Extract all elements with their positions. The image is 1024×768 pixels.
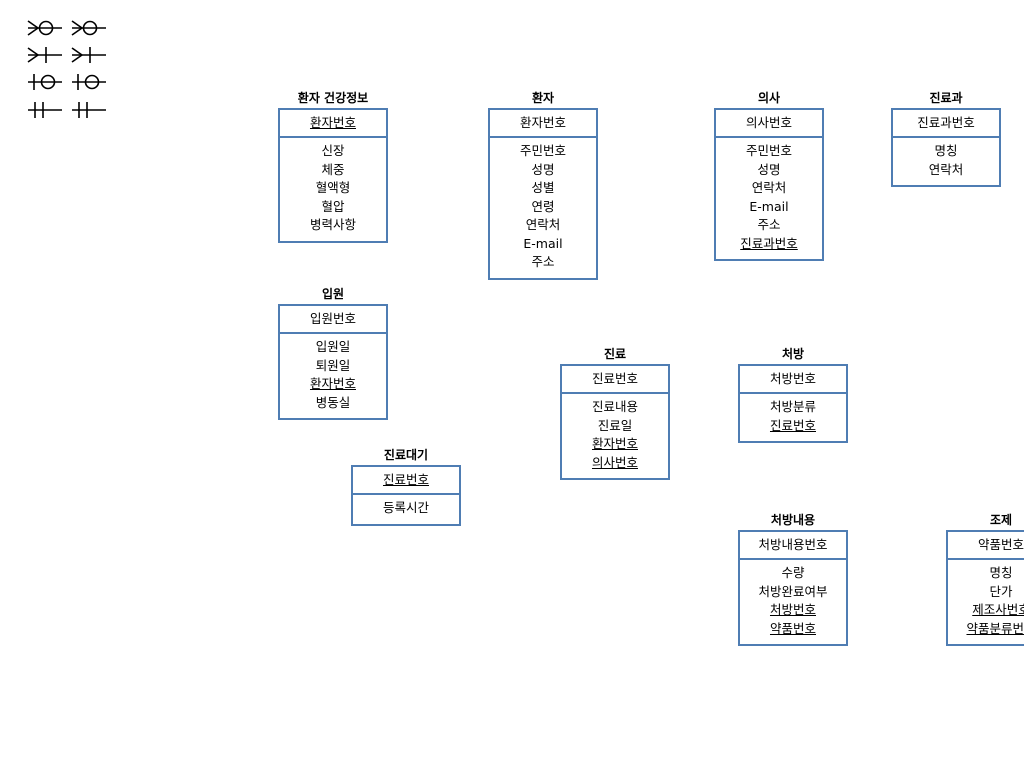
entity-attribute: 병력사항 bbox=[309, 217, 356, 232]
entity-attribute: 진료일 bbox=[597, 417, 633, 433]
entity-attribute: E-mail bbox=[523, 235, 563, 251]
entity-title: 처방내용 bbox=[770, 513, 816, 527]
entity-attribute: E-mail bbox=[749, 198, 789, 214]
entity-primary-key: 의사번호 bbox=[716, 110, 822, 138]
entity-attribute: 퇴원일 bbox=[315, 357, 351, 373]
entity-attribute: 명칭 bbox=[989, 565, 1013, 580]
entity-title: 환자 건강정보 bbox=[297, 91, 369, 105]
entity-attribute: 성명 bbox=[757, 161, 781, 177]
entity-attribute: 처방완료여부 bbox=[758, 583, 828, 599]
entity-primary-key: 진료번호 bbox=[562, 366, 668, 394]
entity-attribute: 처방분류 bbox=[769, 399, 816, 414]
entity-attribute: 혈액형 bbox=[315, 180, 351, 195]
entity-attribute: 주소 bbox=[531, 254, 555, 269]
foreign-key-attribute: 제조사번호 bbox=[972, 602, 1024, 617]
foreign-key-attribute: 약품분류번호 bbox=[966, 620, 1024, 636]
crow-foot-one-or-many-icon bbox=[71, 47, 106, 63]
foreign-key-attribute: 진료번호 bbox=[769, 417, 816, 433]
crow-foot-one-or-many-icon bbox=[27, 47, 62, 63]
entity-attribute: 혈압 bbox=[321, 198, 345, 214]
entity-attribute: 성별 bbox=[531, 180, 555, 195]
entity-attribute: 주민번호 bbox=[745, 143, 792, 158]
entity-attribute: 연령 bbox=[531, 198, 555, 214]
entity-primary-key: 진료번호 bbox=[353, 467, 459, 495]
exactly-one-icon bbox=[28, 102, 62, 118]
zero-or-one-icon bbox=[72, 74, 106, 90]
foreign-key-attribute: 약품번호 bbox=[769, 620, 816, 636]
entity-primary-key: 입원번호 bbox=[280, 306, 386, 334]
entity-attribute: 병동실 bbox=[315, 394, 351, 410]
entity-attribute: 신장 bbox=[321, 143, 345, 158]
entity-attributes: 등록시간 bbox=[353, 495, 459, 524]
entity-attribute: 등록시간 bbox=[382, 500, 429, 515]
foreign-key-attribute: 환자번호 bbox=[591, 436, 638, 451]
zero-or-one-icon bbox=[28, 74, 62, 90]
entity-attribute: 수량 bbox=[781, 565, 805, 580]
entity-primary-key: 약품번호 bbox=[948, 532, 1024, 560]
entity-primary-key: 처방내용번호 bbox=[740, 532, 846, 560]
entity-attribute: 입원일 bbox=[315, 339, 351, 354]
foreign-key-attribute: 의사번호 bbox=[591, 454, 638, 470]
entity-title: 진료 bbox=[603, 347, 627, 361]
entity-title: 처방 bbox=[781, 347, 805, 361]
entity-attribute: 진료내용 bbox=[591, 399, 638, 414]
entity-title: 환자 bbox=[531, 91, 555, 105]
entity-title: 입원 bbox=[321, 287, 345, 301]
entity-primary-key: 환자번호 bbox=[490, 110, 596, 138]
entity-attribute: 주소 bbox=[757, 217, 781, 232]
crow-foot-zero-or-many-icon bbox=[27, 20, 62, 36]
entity-attribute: 체중 bbox=[321, 161, 345, 177]
exactly-one-icon bbox=[72, 102, 106, 118]
entity-attribute: 명칭 bbox=[934, 143, 958, 158]
legend-symbols bbox=[27, 20, 106, 118]
entity-box: 약품번호명칭단가제조사번호약품분류번호 bbox=[946, 530, 1024, 646]
entity-attribute: 연락처 bbox=[751, 180, 787, 195]
entity-attribute: 연락처 bbox=[525, 217, 561, 232]
entity-attributes: 명칭단가제조사번호약품분류번호 bbox=[948, 560, 1024, 644]
entity-attribute: 성명 bbox=[531, 161, 555, 177]
entity-primary-key: 처방번호 bbox=[740, 366, 846, 394]
entity-attribute: 연락처 bbox=[928, 161, 964, 177]
entity-title: 조제 bbox=[989, 513, 1013, 527]
entity-attribute: 주민번호 bbox=[519, 143, 566, 158]
entity-attribute: 단가 bbox=[989, 583, 1013, 599]
relationship-legend bbox=[24, 14, 114, 124]
entity-primary-key: 진료과번호 bbox=[893, 110, 999, 138]
foreign-key-attribute: 환자번호 bbox=[309, 376, 356, 391]
entity-primary-key: 환자번호 bbox=[280, 110, 386, 138]
entity-title: 의사 bbox=[757, 91, 781, 105]
entity-title: 진료대기 bbox=[383, 448, 429, 462]
foreign-key-attribute: 처방번호 bbox=[769, 602, 816, 617]
foreign-key-attribute: 진료과번호 bbox=[740, 235, 798, 251]
entity-title: 진료과 bbox=[929, 91, 963, 105]
crow-foot-zero-or-many-icon bbox=[71, 20, 106, 36]
